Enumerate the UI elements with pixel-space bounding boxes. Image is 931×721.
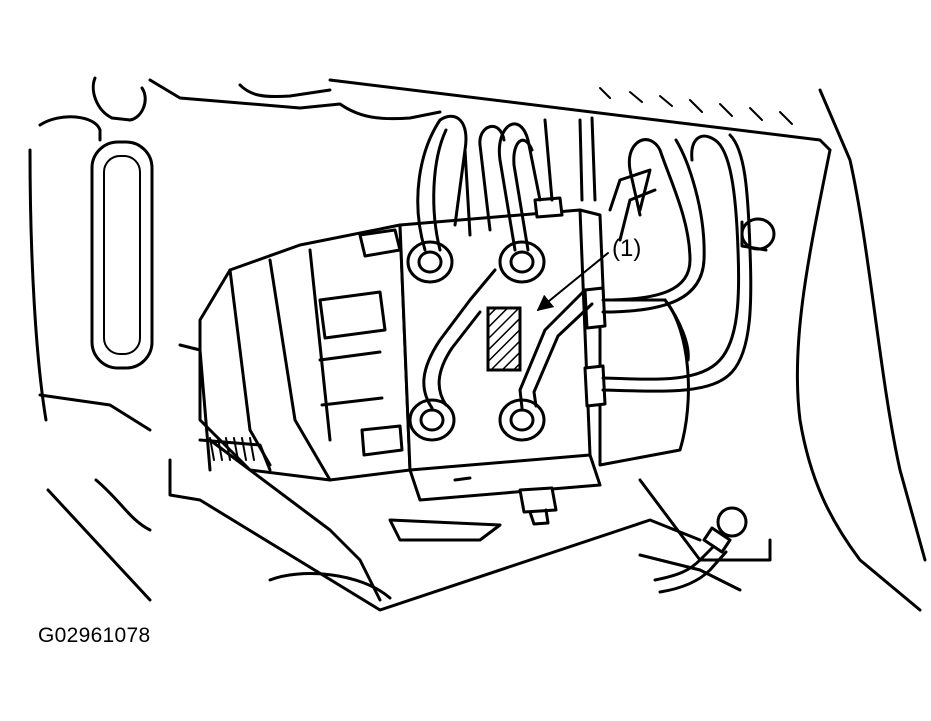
callout-label: (1) (612, 235, 641, 262)
callout-leader-arrow (536, 252, 609, 312)
label-location-hatched (486, 306, 522, 372)
hydraulic-block (398, 196, 612, 526)
figure-id: G02961078 (38, 624, 151, 647)
pump-motor-housing (178, 223, 412, 482)
background-structure (28, 76, 927, 612)
brake-lines (416, 114, 753, 594)
modulator-housing (583, 217, 776, 467)
callout-1: (1) (536, 235, 641, 312)
